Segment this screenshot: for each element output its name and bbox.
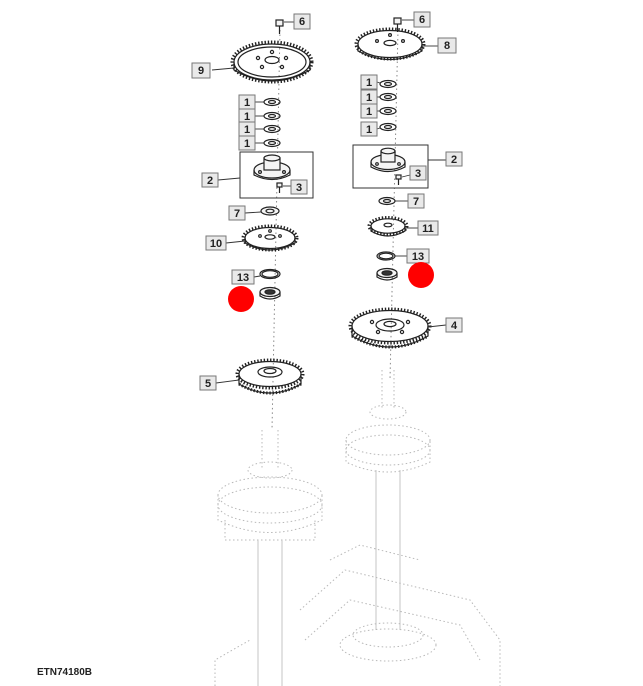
left-bottom-gear[interactable] [235, 358, 305, 395]
svg-text:13: 13 [412, 251, 424, 263]
svg-text:3: 3 [415, 168, 421, 180]
svg-text:7: 7 [413, 196, 419, 208]
callout-right-7: 7 [407, 193, 425, 209]
callout-left-7: 7 [228, 205, 246, 221]
svg-text:4: 4 [451, 320, 458, 332]
callout-left-1c: 1 [238, 121, 256, 137]
svg-text:3: 3 [296, 182, 302, 194]
svg-text:2: 2 [451, 154, 457, 166]
callout-right-1b: 1 [360, 89, 378, 105]
callout-right-11: 11 [417, 220, 439, 236]
right-spacer[interactable] [378, 196, 396, 206]
right-o-ring[interactable] [376, 251, 396, 261]
right-mid-gear[interactable] [367, 216, 409, 237]
left-bushing[interactable] [259, 286, 281, 300]
svg-text:1: 1 [366, 106, 372, 118]
callout-left-9: 9 [191, 62, 211, 79]
ghosted-base-assembly [214, 370, 501, 686]
svg-text:13: 13 [237, 272, 249, 284]
svg-text:1: 1 [366, 77, 372, 89]
callout-right-13: 13 [406, 248, 430, 264]
left-hub[interactable] [253, 154, 291, 181]
right-washer-4[interactable] [379, 122, 397, 132]
right-hub-bolt[interactable] [395, 174, 402, 185]
right-top-bolt[interactable] [393, 17, 402, 32]
left-stack: 6 9 [191, 13, 314, 395]
callout-left-5: 5 [199, 375, 217, 391]
left-spacer[interactable] [260, 206, 280, 216]
callout-right-3: 3 [409, 165, 427, 181]
callout-left-6: 6 [293, 13, 311, 30]
svg-text:1: 1 [366, 92, 372, 104]
left-washer-1[interactable] [263, 97, 281, 107]
left-top-bolt[interactable] [275, 19, 284, 34]
svg-text:1: 1 [244, 124, 250, 136]
callout-left-1b: 1 [238, 108, 256, 124]
callout-right-2: 2 [445, 151, 463, 167]
left-hub-group-box [239, 151, 314, 199]
svg-text:1: 1 [244, 97, 250, 109]
callout-left-3: 3 [290, 179, 308, 195]
svg-text:5: 5 [205, 378, 211, 390]
svg-text:11: 11 [422, 223, 434, 235]
callout-right-4: 4 [445, 317, 463, 333]
callout-left-10: 10 [205, 235, 227, 251]
svg-text:8: 8 [444, 40, 450, 52]
svg-text:1: 1 [244, 111, 250, 123]
callout-left-13: 13 [231, 269, 255, 285]
right-washer-3[interactable] [379, 106, 397, 116]
callout-right-8: 8 [437, 37, 457, 54]
svg-text:6: 6 [419, 14, 425, 26]
svg-text:9: 9 [198, 65, 204, 77]
highlight-marker-left [228, 286, 254, 312]
svg-text:7: 7 [234, 208, 240, 220]
callout-right-6: 6 [413, 11, 431, 28]
right-top-gear[interactable] [354, 27, 426, 61]
callout-left-2: 2 [201, 172, 219, 188]
svg-text:1: 1 [366, 124, 372, 136]
callout-right-1c: 1 [360, 103, 378, 119]
callout-left-1d: 1 [238, 135, 256, 151]
svg-text:6: 6 [299, 16, 305, 28]
right-bushing[interactable] [376, 267, 398, 281]
right-washer-1[interactable] [379, 79, 397, 89]
svg-text:1: 1 [244, 138, 250, 150]
highlight-marker-right [408, 262, 434, 288]
right-bottom-gear[interactable] [348, 307, 432, 349]
left-hub-bolt[interactable] [276, 182, 283, 193]
right-stack: 6 8 [348, 11, 463, 349]
svg-text:2: 2 [207, 175, 213, 187]
svg-text:10: 10 [210, 238, 222, 250]
left-top-gear[interactable] [230, 40, 314, 84]
callout-right-1a: 1 [360, 74, 378, 90]
figure-id-label: ETN74180B [37, 667, 92, 678]
right-hub-group-box [352, 144, 429, 189]
right-hub[interactable] [370, 147, 406, 173]
left-washer-2[interactable] [263, 111, 281, 121]
left-o-ring[interactable] [259, 268, 281, 280]
callout-right-1d: 1 [360, 121, 378, 137]
right-washer-2[interactable] [379, 92, 397, 102]
left-axis-line [271, 29, 281, 431]
callout-left-1a: 1 [238, 94, 256, 110]
left-mid-gear[interactable] [241, 224, 299, 252]
